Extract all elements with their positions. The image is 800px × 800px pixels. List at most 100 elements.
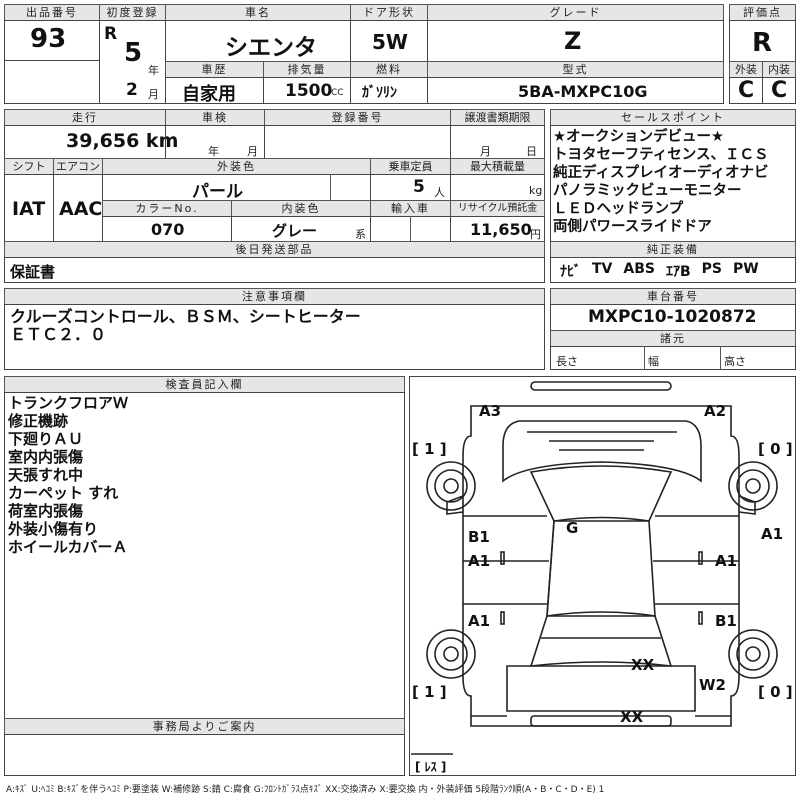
color-header: 外装色	[102, 158, 371, 175]
inspection-year-unit: 年	[208, 145, 219, 158]
inspector-line: カーペット すれ	[8, 484, 119, 502]
inspector-line: 下廻りＡＵ	[8, 430, 84, 448]
year-unit: 年	[148, 64, 159, 77]
grade: Z	[564, 27, 582, 55]
mark-a2: A2	[704, 402, 726, 420]
equipment-item: ｴｱB	[665, 264, 691, 280]
capacity-unit: 人	[434, 186, 445, 199]
import-header: 輸入車	[370, 200, 451, 217]
sales-item: トヨタセーフティセンス、ＩＣＳ	[553, 147, 769, 163]
mark-a1-right-front: A1	[715, 552, 737, 570]
legend: A:ｷｽﾞ U:ﾍｺﾐ B:ｷｽﾞを伴うﾍｺﾐ P:要塗装 W:補修跡 S:錆 …	[6, 785, 605, 795]
equipment-item: TV	[592, 261, 613, 277]
sales-item: パノラミックビューモニター	[553, 183, 742, 199]
month-unit: 月	[148, 88, 159, 101]
inspector-header: 検査員記入欄	[4, 376, 405, 393]
inspector-line: 外装小傷有り	[8, 520, 99, 538]
inspector-line: トランクフロアＷ	[8, 394, 129, 412]
sales-list: ★オークションデビュー★ トヨタセーフティセンス、ＩＣＳ 純正ディスプレイオーデ…	[553, 128, 768, 236]
inspector-line: 修正機跡	[8, 412, 69, 430]
equipment-header: 純正装備	[550, 241, 796, 258]
spec-divider-2	[720, 346, 721, 370]
notes-cell	[4, 304, 545, 370]
sales-item: 両側パワースライドドア	[553, 219, 712, 235]
spec-header: 諸元	[550, 330, 796, 347]
model-header: 型式	[427, 61, 724, 78]
car-name: シエンタ	[225, 35, 317, 61]
car-name-header: 車名	[165, 4, 351, 21]
era: R	[104, 24, 118, 44]
mark-a3: A3	[479, 402, 501, 420]
inspector-line: ホイールカバーＡ	[8, 538, 128, 556]
capacity: 5	[413, 177, 425, 197]
grade-header: グレード	[427, 4, 724, 21]
color-no-header: カラーNo.	[102, 200, 232, 217]
color-divider	[330, 174, 331, 201]
door: 5W	[372, 30, 408, 54]
spare-tire: [ ﾚｽ ]	[415, 760, 446, 774]
inspector-list: トランクフロアＷ 修正機跡 下廻りＡＵ 室内内張傷 天張すれ中 カーペット すれ…	[8, 394, 128, 556]
lot-no: 93	[30, 24, 67, 54]
interior-color-suffix: 系	[355, 228, 366, 241]
mark-w2: W2	[699, 676, 726, 694]
tire-rear-left: [ 1 ]	[412, 683, 447, 701]
equipment-item: PW	[733, 261, 759, 277]
equipment-item: ABS	[623, 261, 655, 277]
displacement: 1500	[285, 81, 333, 101]
car-diagram: A3 A2 B1 A1 G A1 A1 A1 B1 XX W2 XX [ 1 ]…	[411, 381, 793, 774]
door-header: ドア形状	[350, 4, 428, 21]
inspection-header: 車検	[165, 109, 265, 126]
load-unit: kg	[529, 184, 543, 197]
notes-header: 注意事項欄	[4, 288, 545, 305]
interior-color-header: 内装色	[231, 200, 371, 217]
diagram-frame	[409, 376, 796, 776]
spec-divider-1	[644, 346, 645, 370]
sales-item: ★オークションデビュー★	[553, 129, 724, 145]
tire-rear-right: [ 0 ]	[758, 683, 793, 701]
load-header: 最大積載量	[450, 158, 545, 175]
color-no: 070	[151, 220, 185, 239]
sales-header: セールスポイント	[550, 109, 796, 126]
sales-item: 純正ディスプレイオーディオナビ	[553, 165, 769, 181]
equipment-list: ﾅﾋﾞ TV ABS ｴｱB PS PW	[560, 261, 759, 281]
mark-b1-right: B1	[715, 612, 737, 630]
notes-line: クルーズコントロール、ＢＳＭ、シートヒーター	[10, 307, 361, 326]
fuel: ｶﾞｿﾘﾝ	[362, 85, 397, 101]
mark-a1-right-edge: A1	[761, 525, 783, 543]
reg-no-header: 登録番号	[264, 109, 451, 126]
mark-a1-left-rear: A1	[468, 612, 490, 630]
model-cell	[427, 77, 724, 104]
mark-a1-left-front: A1	[468, 552, 490, 570]
equipment-cell	[550, 257, 796, 283]
office-header: 事務局よりご案内	[4, 718, 405, 735]
notes-line: ＥＴＣ２．０	[10, 325, 107, 344]
equipment-item: PS	[701, 261, 722, 277]
notes-list: クルーズコントロール、ＢＳＭ、シートヒーター ＥＴＣ２．０	[10, 308, 361, 344]
spec-length: 長さ	[556, 355, 578, 368]
sales-item: ＬＥＤヘッドランプ	[553, 201, 684, 217]
lot-no-header: 出品番号	[4, 4, 100, 21]
inspector-line: 室内内張傷	[8, 448, 84, 466]
later-header: 後日発送部品	[4, 241, 545, 258]
capacity-header: 乗車定員	[370, 158, 451, 175]
recycle: 11,650	[470, 220, 532, 239]
exterior-header: 外装	[729, 61, 763, 78]
recycle-unit: 円	[530, 228, 541, 241]
reg-year: 5	[124, 38, 143, 68]
transfer-header: 譲渡書類期限	[450, 109, 545, 126]
reg-month: 2	[126, 80, 138, 100]
office-cell	[4, 734, 405, 776]
mileage-header: 走行	[4, 109, 166, 126]
score: R	[752, 28, 773, 58]
ac: AAC	[59, 198, 103, 220]
color: パール	[192, 182, 243, 202]
score-header: 評価点	[729, 4, 796, 21]
inspector-line: 天張すれ中	[8, 466, 84, 484]
spec-width: 幅	[648, 355, 659, 368]
fuel-header: 燃料	[350, 61, 428, 78]
reg-no-cell	[264, 125, 451, 159]
displacement-unit: CC	[331, 88, 344, 98]
interior-score: C	[771, 78, 788, 103]
later-cell	[4, 257, 545, 283]
mark-xx-center: XX	[631, 656, 655, 674]
